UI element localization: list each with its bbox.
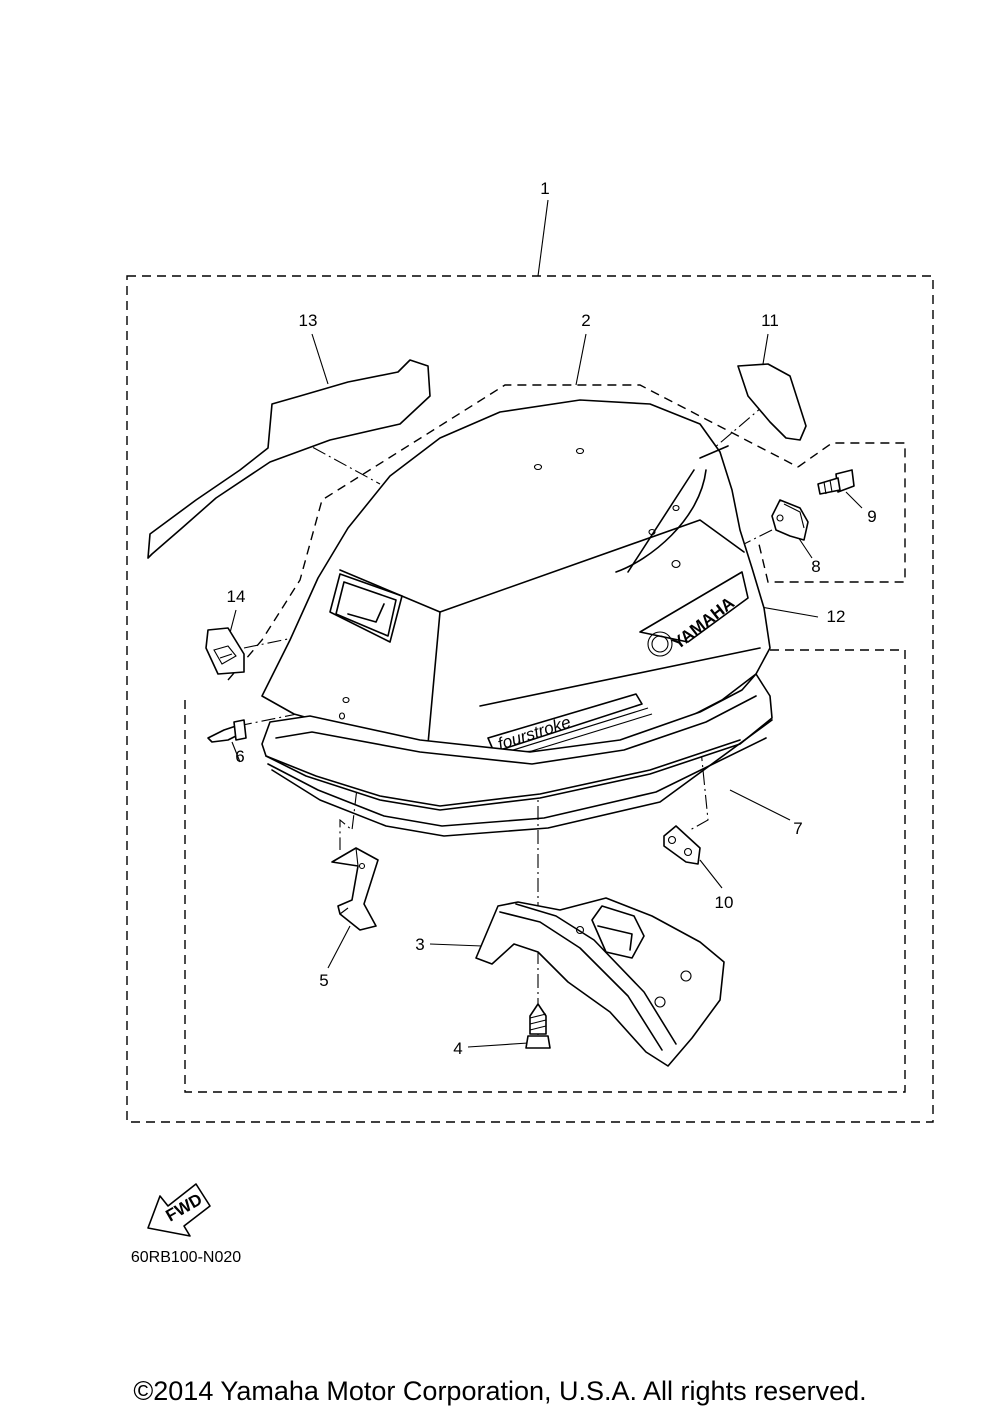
callout-12: 12 [827, 607, 846, 626]
top-cowling-boundary [227, 384, 799, 681]
callout-1: 1 [540, 179, 549, 198]
part-14-label [205, 627, 245, 675]
leader-13 [311, 333, 329, 385]
leader-7 [729, 789, 791, 821]
part-11-decal [737, 363, 807, 441]
part-3-handle [475, 897, 725, 1067]
callout-9: 9 [867, 507, 876, 526]
callout-14: 14 [227, 587, 246, 606]
assembly-boundary [126, 275, 934, 1123]
part-9-bolt [817, 469, 855, 495]
part-5-bracket [331, 847, 379, 931]
fwd-arrow-icon: FWD [147, 1183, 211, 1237]
callout-8: 8 [811, 557, 820, 576]
part-13-decal [147, 359, 431, 559]
leader-9 [845, 491, 863, 509]
callout-13: 13 [299, 311, 318, 330]
bottom-group-boundary [184, 649, 906, 1093]
latch-group-boundary [757, 442, 906, 583]
part-4-screw [525, 1003, 551, 1049]
callout-3: 3 [415, 935, 424, 954]
callout-4: 4 [453, 1039, 462, 1058]
part-2-top-cowling [261, 399, 771, 753]
copyright-footer: ©2014 Yamaha Motor Corporation, U.S.A. A… [133, 1376, 867, 1406]
part-10-clip [663, 825, 701, 865]
leader-5 [327, 925, 351, 969]
callout-5: 5 [319, 971, 328, 990]
part-8-latch [771, 499, 809, 541]
callout-7: 7 [793, 819, 802, 838]
leader-3 [429, 943, 483, 947]
callout-2: 2 [581, 311, 590, 330]
leader-2 [575, 333, 587, 386]
callout-10: 10 [715, 893, 734, 912]
centerline-13 [291, 435, 381, 485]
part-7-seal-rubber [261, 673, 773, 837]
callout-6: 6 [235, 747, 244, 766]
leader-6 [231, 741, 241, 763]
leader-10 [699, 859, 723, 889]
leader-1 [537, 199, 549, 277]
part-6-pin [207, 719, 247, 743]
callout-11: 11 [761, 311, 779, 330]
leader-4 [467, 1042, 529, 1048]
diagram-code: 60RB100-N020 [131, 1249, 241, 1266]
